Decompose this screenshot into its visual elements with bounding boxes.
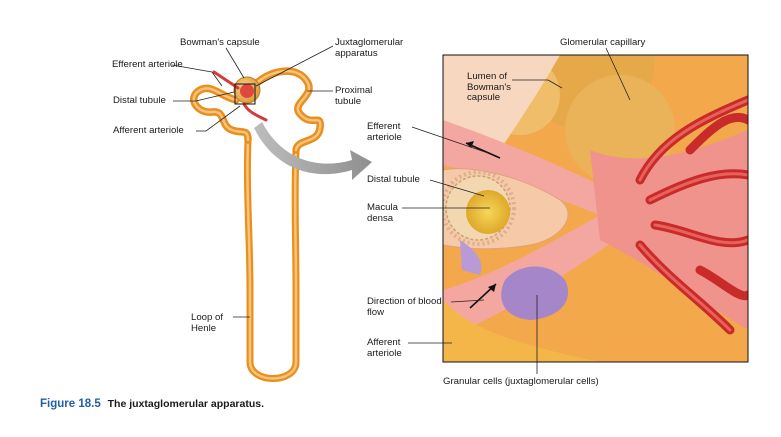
label-afferent-arteriole: Afferent arteriole [113, 125, 184, 136]
efferent-arteriole-vessel [212, 70, 240, 90]
detail-panel [443, 55, 748, 362]
detail-panel-border [442, 54, 749, 363]
juxtaglomerular-box [234, 83, 256, 105]
label-granular-cells: Granular cells (juxtaglomerular cells) [443, 376, 599, 387]
label-detail-efferent-arteriole: Efferent arteriole [367, 121, 402, 143]
label-bowmans-capsule: Bowman's capsule [180, 37, 260, 48]
zoom-arrow [254, 122, 372, 180]
efferent-arteriole-band [443, 120, 610, 215]
label-detail-distal-tubule: Distal tubule [367, 174, 420, 185]
label-detail-afferent-arteriole: Afferent arteriole [367, 337, 402, 359]
nephron-illustration [190, 67, 324, 382]
label-juxtaglomerular-apparatus: Juxtaglomerular apparatus [335, 37, 404, 59]
leader-lines [171, 45, 631, 374]
loop-of-henle-highlight [246, 138, 298, 380]
figure-caption-text: The juxtaglomerular apparatus. [107, 398, 265, 410]
granular-cells-shape [501, 266, 569, 320]
label-proximal-tubule: Proximal tubule [335, 85, 373, 107]
label-distal-tubule: Distal tubule [113, 95, 166, 106]
macula-densa-cells [466, 190, 510, 234]
label-direction-of-blood-flow: Direction of blood flow [367, 296, 442, 318]
label-efferent-arteriole: Efferent arteriole [112, 59, 183, 70]
glomerulus-shape [240, 84, 254, 98]
label-loop-of-henle: Loop of Henle [191, 312, 224, 334]
figure-number: Figure 18.5 [40, 398, 101, 410]
label-macula-densa: Macula densa [367, 202, 398, 224]
label-lumen-of-bowmans-capsule: Lumen of Bowman's capsule [467, 71, 511, 103]
afferent-arteriole-vessel [242, 102, 268, 122]
loop-of-henle-tube [243, 136, 300, 382]
figure-caption: Figure 18.5 The juxtaglomerular apparatu… [40, 398, 264, 410]
label-glomerular-capillary: Glomerular capillary [560, 37, 646, 48]
